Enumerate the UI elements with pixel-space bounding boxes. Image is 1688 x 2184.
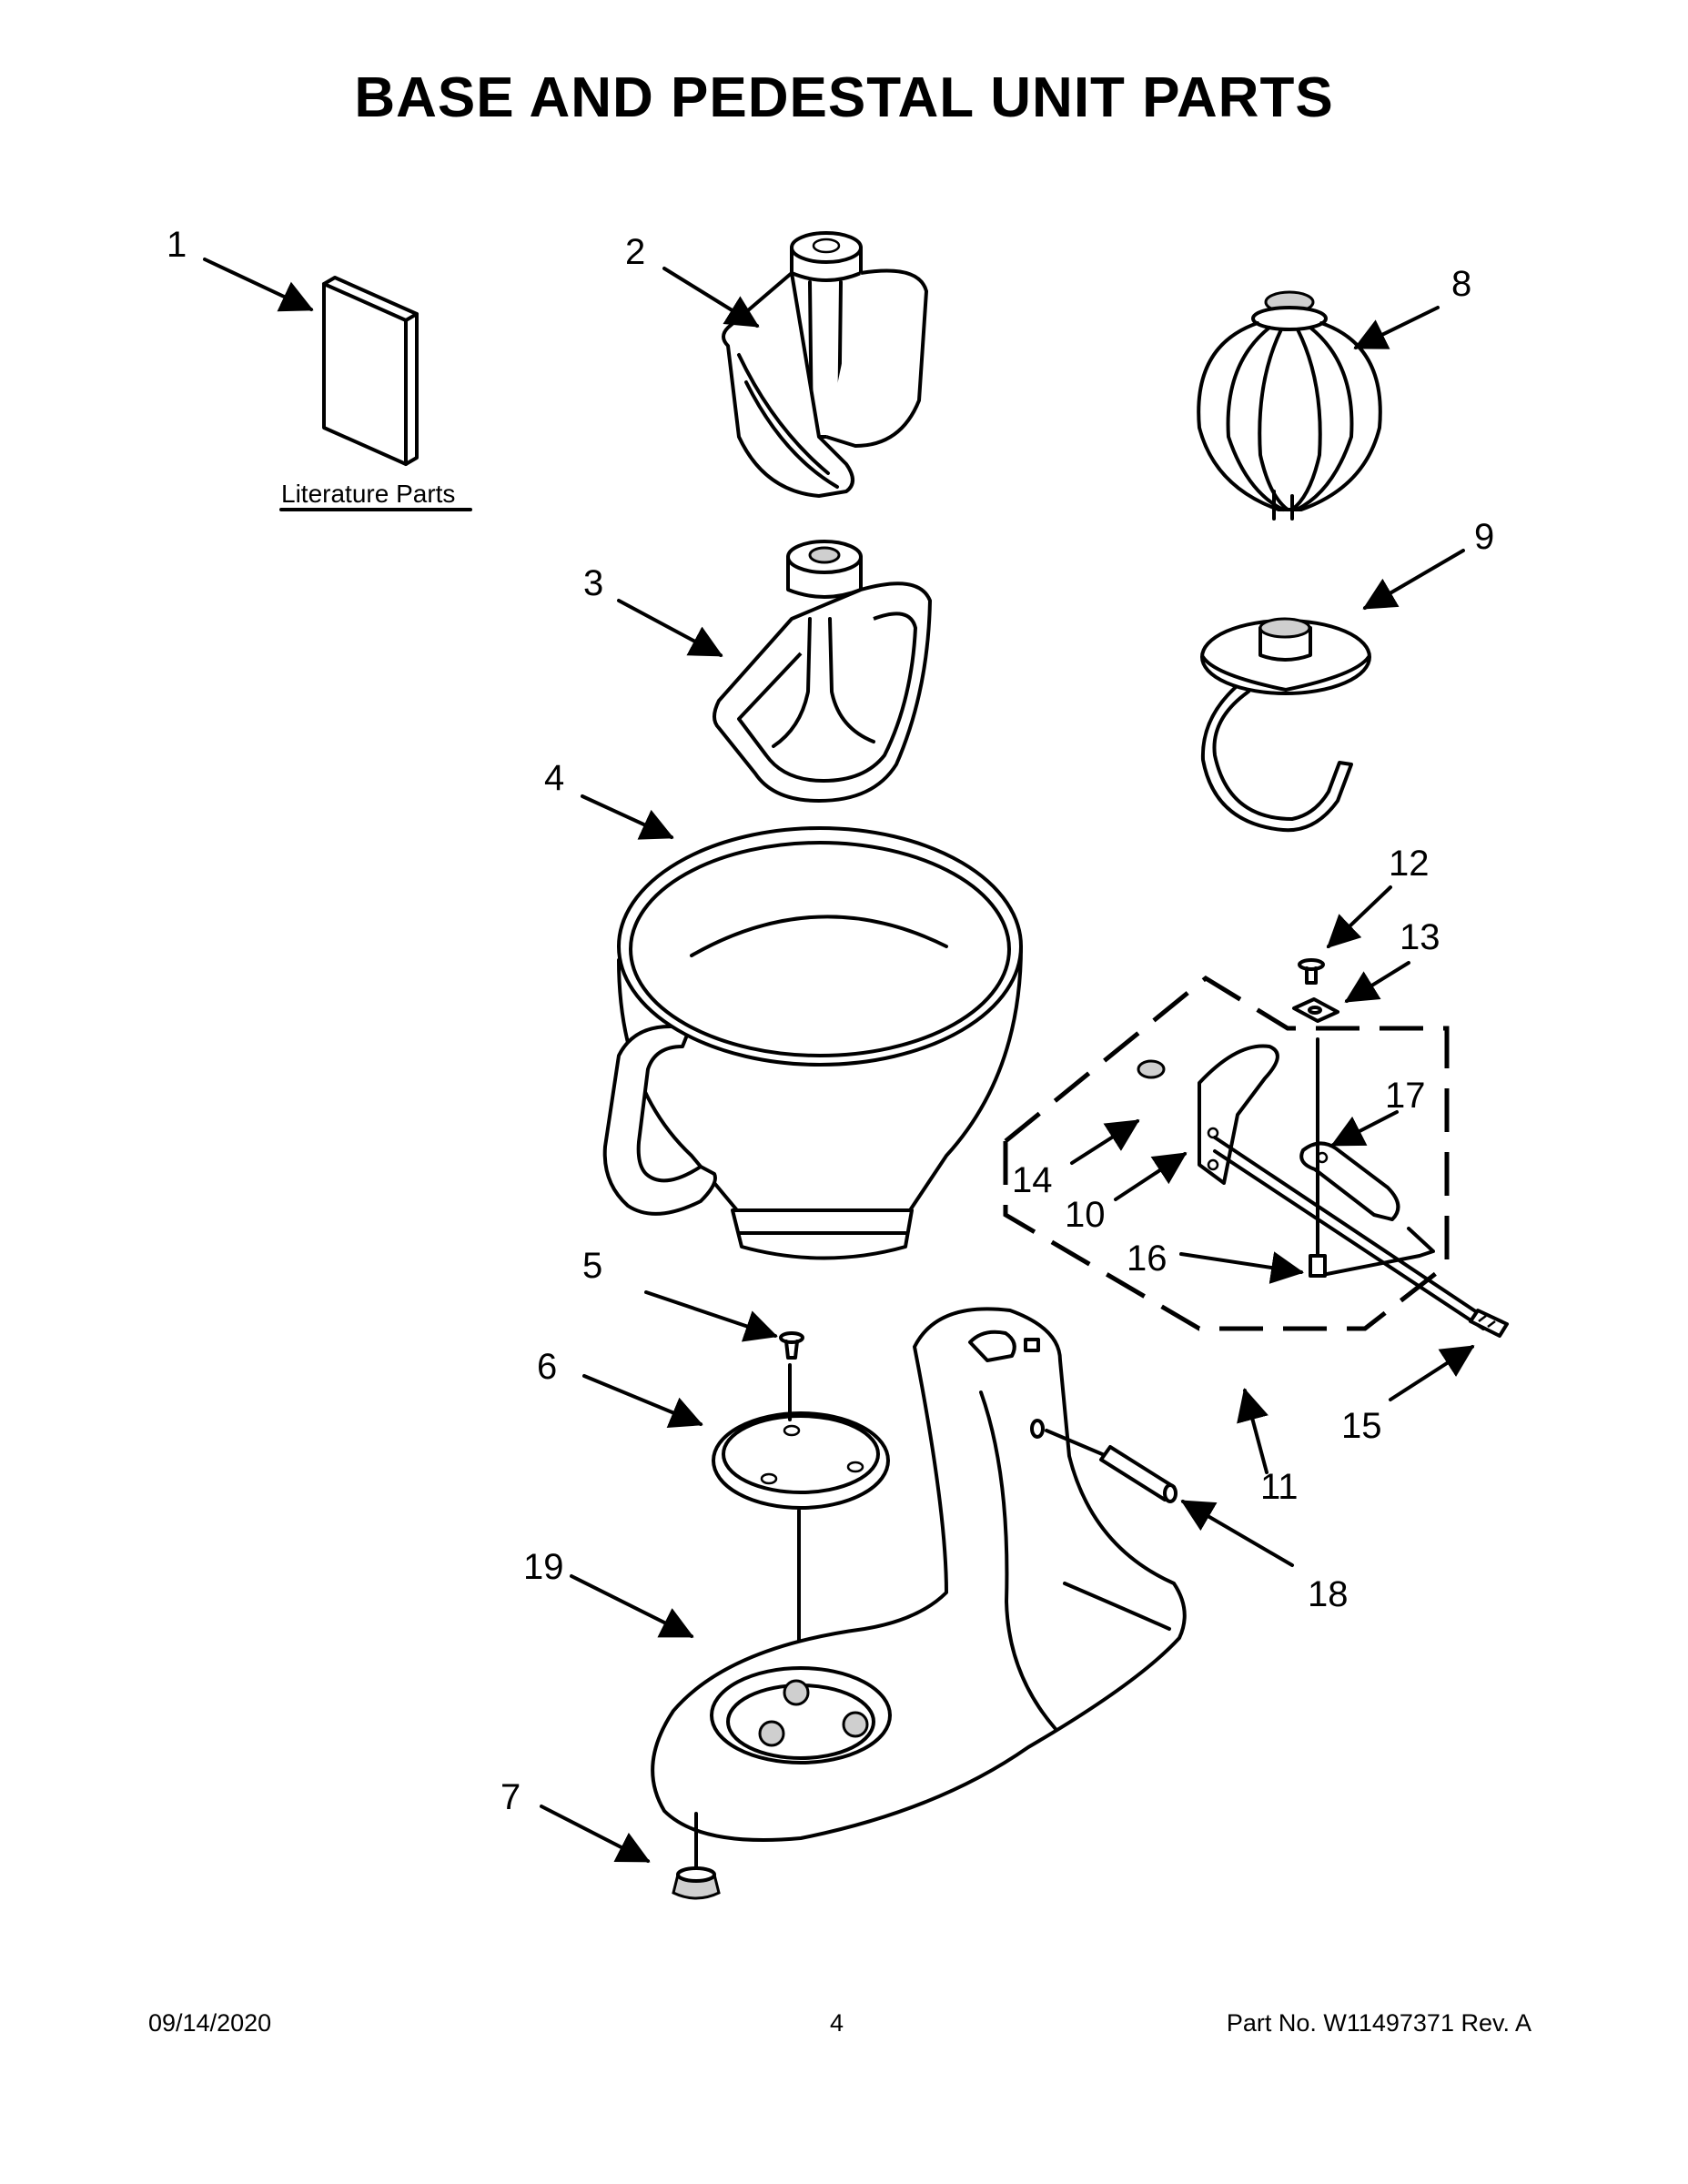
callout-13: 13: [1400, 917, 1440, 957]
assembly-line-18: [1045, 1429, 1108, 1458]
hinge-kit-dashed-group: [1003, 975, 1490, 1331]
callout-17: 17: [1385, 1076, 1426, 1116]
clip-13-part: [1292, 997, 1339, 1023]
hinge-pin-18-part: [1099, 1445, 1178, 1503]
callout-5: 5: [582, 1246, 602, 1286]
callout-3: 3: [583, 563, 603, 603]
callout-9: 9: [1474, 517, 1494, 557]
pedestal-base-part: [651, 1307, 1187, 1842]
screw-12-part: [1298, 958, 1325, 985]
callout-10: 10: [1065, 1195, 1106, 1235]
literature-booklet-part: [322, 276, 419, 466]
foot-7-part: [672, 1812, 721, 1900]
callout-11: 11: [1260, 1467, 1299, 1507]
callout-18: 18: [1308, 1574, 1349, 1614]
callout-7: 7: [500, 1777, 521, 1817]
wire-whip-part: [1197, 290, 1382, 521]
callout-8: 8: [1451, 264, 1471, 304]
mixing-bowl-part: [602, 826, 1023, 1260]
literature-parts-label: Literature Parts: [281, 480, 455, 508]
callout-numbers: 1 2 3 4 5 6 7 8 9 10 11 12 13 14 15 16 1…: [167, 225, 1494, 1817]
callout-1: 1: [167, 225, 187, 265]
callout-16: 16: [1127, 1239, 1167, 1279]
pin-15-part: [1469, 1309, 1509, 1338]
footer-page-number: 4: [830, 2009, 844, 2037]
page-title: BASE AND PEDESTAL UNIT PARTS: [354, 66, 1334, 129]
bowl-clamp-plate-part: [712, 1411, 890, 1510]
callout-15: 15: [1341, 1406, 1382, 1446]
footer-date: 09/14/2020: [148, 2009, 272, 2037]
footer-part-number: Part No. W11497371 Rev. A: [1226, 2009, 1531, 2037]
flex-edge-beater-part: [722, 231, 928, 498]
screw-5-part: [779, 1331, 804, 1360]
callout-arrows: [203, 258, 1475, 1863]
callout-12: 12: [1389, 844, 1430, 884]
callout-14: 14: [1012, 1160, 1053, 1200]
callout-19: 19: [523, 1547, 564, 1587]
flat-beater-part: [713, 540, 932, 803]
callout-6: 6: [537, 1347, 557, 1387]
callout-2: 2: [625, 232, 645, 272]
callout-4: 4: [544, 758, 564, 798]
dough-hook-part: [1200, 617, 1371, 833]
